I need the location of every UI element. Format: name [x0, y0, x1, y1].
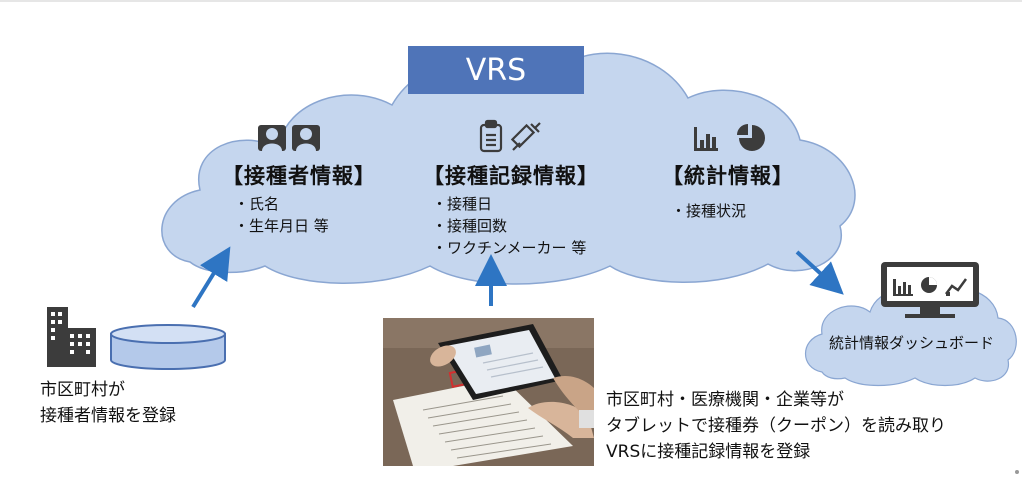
arrow-right-down [795, 250, 844, 295]
statistics-heading: 【統計情報】 [662, 164, 794, 188]
people-icon [258, 125, 320, 151]
list-item: ・接種回数 [432, 217, 508, 235]
chart-icon [694, 124, 765, 151]
top-divider [0, 0, 1022, 2]
list-item: ・接種日 [432, 195, 493, 213]
vrs-title-banner: VRS [408, 46, 584, 94]
caption-line: 接種者情報を登録 [40, 406, 176, 426]
recipient-info-list: ・氏名 ・生年月日 等 [234, 193, 329, 237]
dashboard-cloud [805, 287, 1017, 387]
building-icon [47, 307, 96, 367]
list-item: ・生年月日 等 [234, 217, 329, 235]
corner-mark [1015, 470, 1019, 474]
dashboard-label: 統計情報ダッシュボード [829, 334, 995, 352]
database-icon [110, 324, 226, 370]
municipality-caption: 市区町村が 接種者情報を登録 [40, 377, 176, 429]
vaccination-record-heading: 【接種記録情報】 [423, 164, 599, 188]
tablet-registration-caption: 市区町村・医療機関・企業等が タブレットで接種券（クーポン）を読み取り VRSに… [606, 387, 946, 465]
vaccination-record-list: ・接種日 ・接種回数 ・ワクチンメーカー 等 [432, 193, 586, 259]
clipboard-syringe-icon [479, 119, 541, 153]
tablet-scan-photo [383, 318, 594, 466]
caption-line: 市区町村・医療機関・企業等が [606, 390, 844, 410]
list-item: ・氏名 [234, 195, 280, 213]
arrow-left-up [191, 246, 231, 309]
list-item: ・ワクチンメーカー 等 [432, 239, 587, 257]
caption-line: 市区町村が [40, 380, 125, 400]
recipient-info-heading: 【接種者情報】 [222, 164, 376, 188]
caption-line: タブレットで接種券（クーポン）を読み取り [606, 416, 946, 436]
statistics-list: ・接種状況 [671, 200, 746, 222]
monitor-dashboard-icon [881, 262, 979, 318]
list-item: ・接種状況 [671, 202, 747, 220]
caption-line: VRSに接種記録情報を登録 [606, 442, 811, 462]
